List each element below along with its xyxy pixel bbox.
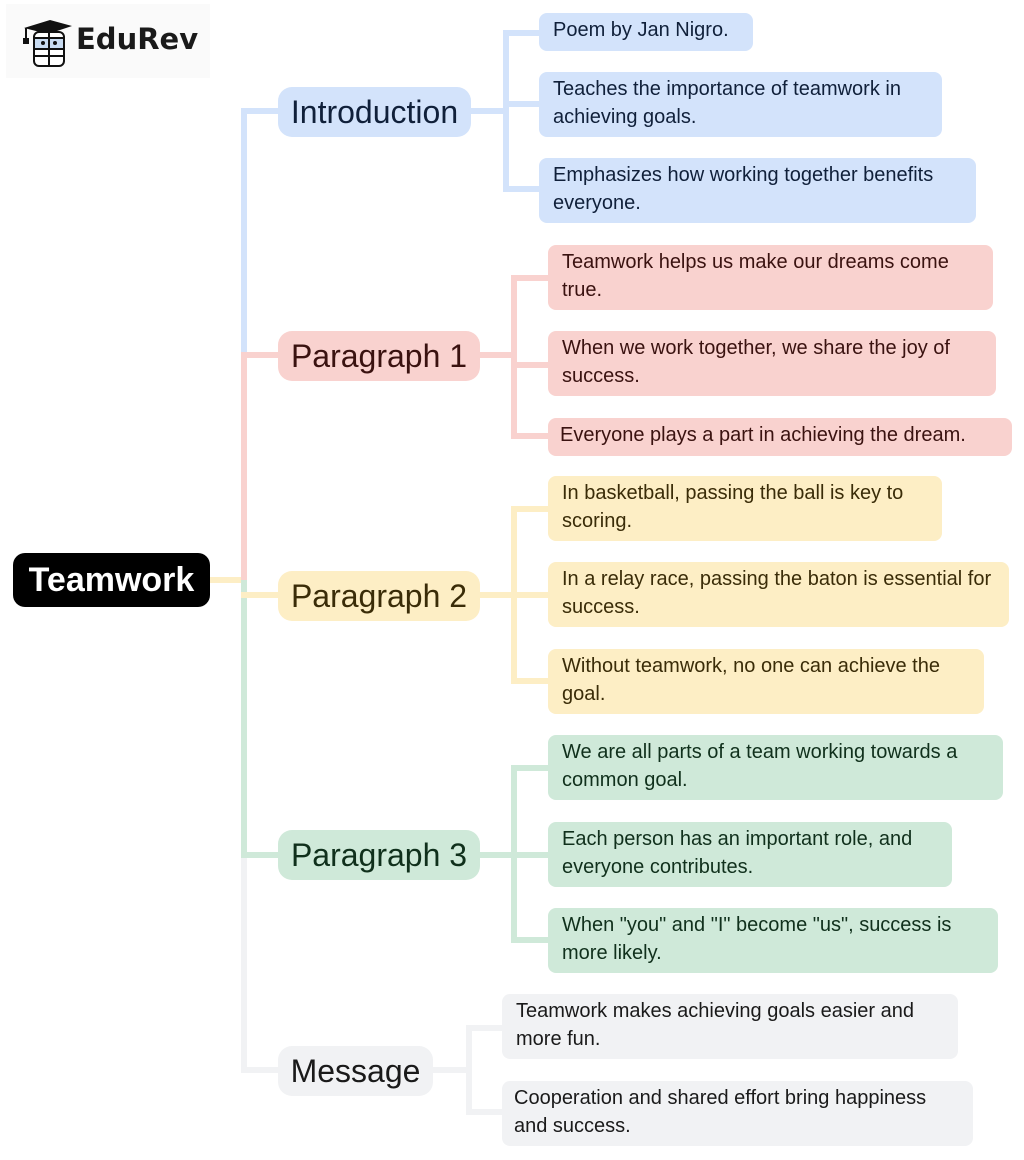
root-label: Teamwork	[28, 560, 195, 599]
leaf-node[interactable]: Emphasizes how working together benefits…	[539, 158, 976, 223]
edurev-logo: EduRev	[6, 4, 210, 78]
root-node[interactable]: Teamwork	[13, 553, 210, 607]
leaf-node[interactable]: When we work together, we share the joy …	[548, 331, 996, 396]
leaf-node[interactable]: Teaches the importance of teamwork in ac…	[539, 72, 942, 137]
leaf-node[interactable]: In a relay race, passing the baton is es…	[548, 562, 1009, 627]
graduation-cap-mascot-icon	[23, 20, 72, 67]
logo-text: EduRev	[76, 22, 199, 56]
leaf-node[interactable]: Everyone plays a part in achieving the d…	[548, 418, 1012, 456]
branch-label: Paragraph 1	[290, 337, 468, 374]
leaf-node[interactable]: Without teamwork, no one can achieve the…	[548, 649, 984, 714]
branch-introduction[interactable]: Introduction	[278, 87, 471, 137]
leaf-node[interactable]: When "you" and "I" become "us", success …	[548, 908, 998, 973]
branch-message[interactable]: Message	[278, 1046, 433, 1096]
leaf-node[interactable]: Teamwork helps us make our dreams come t…	[548, 245, 993, 310]
leaf-node[interactable]: In basketball, passing the ball is key t…	[548, 476, 942, 541]
branch-label: Paragraph 3	[290, 836, 468, 873]
leaf-node[interactable]: Cooperation and shared effort bring happ…	[502, 1081, 973, 1146]
leaf-node[interactable]: Poem by Jan Nigro.	[539, 13, 753, 51]
branch-label: Introduction	[290, 93, 459, 130]
branch-label: Paragraph 2	[290, 577, 468, 614]
branch-paragraph-3[interactable]: Paragraph 3	[278, 830, 480, 880]
leaf-node[interactable]: We are all parts of a team working towar…	[548, 735, 1003, 800]
branch-label: Message	[290, 1052, 421, 1089]
branch-paragraph-1[interactable]: Paragraph 1	[278, 331, 480, 381]
branch-paragraph-2[interactable]: Paragraph 2	[278, 571, 480, 621]
leaf-node[interactable]: Each person has an important role, and e…	[548, 822, 952, 887]
leaf-node[interactable]: Teamwork makes achieving goals easier an…	[502, 994, 958, 1059]
